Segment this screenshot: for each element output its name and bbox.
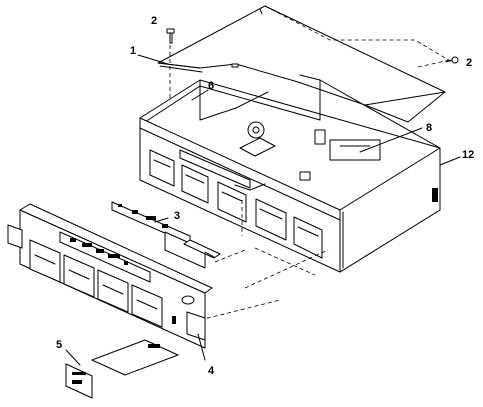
adapter-card xyxy=(65,339,179,399)
front-bezel xyxy=(7,203,213,349)
callout-12: 12 xyxy=(462,149,474,161)
callout-1: 1 xyxy=(130,45,136,57)
screw-right xyxy=(445,56,459,64)
callout-2-left: 2 xyxy=(151,15,157,27)
chassis-guide-lines xyxy=(199,200,329,321)
callout-4: 4 xyxy=(208,365,215,377)
display-indicators xyxy=(70,238,128,265)
callout-2-right: 2 xyxy=(466,57,472,69)
drive-bays xyxy=(149,149,323,259)
cover-guide-lines xyxy=(169,5,453,112)
top-cover xyxy=(157,5,446,123)
leader-lines xyxy=(65,54,461,366)
callout-3: 3 xyxy=(174,210,180,222)
operator-panel-card xyxy=(111,201,221,269)
chassis xyxy=(139,74,441,273)
callout-6: 6 xyxy=(208,80,214,92)
callout-8: 8 xyxy=(426,122,432,134)
callout-labels: 1 2 2 3 4 5 6 8 12 xyxy=(56,15,474,377)
screw-top-left xyxy=(166,28,175,44)
callout-5: 5 xyxy=(56,339,62,351)
